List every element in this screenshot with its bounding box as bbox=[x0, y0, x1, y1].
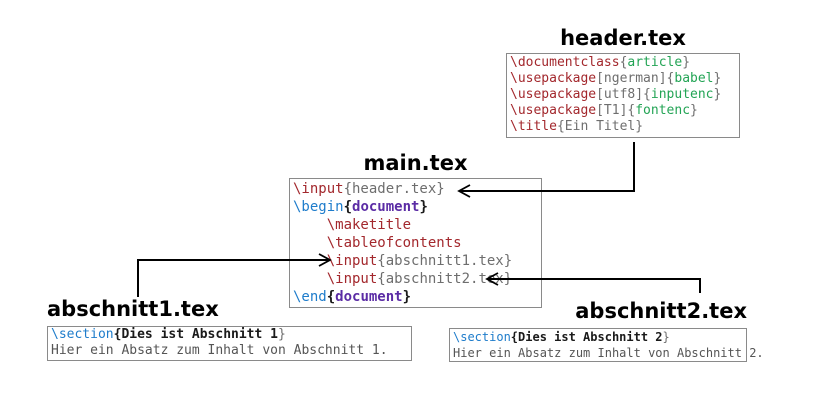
code-line: \input{header.tex} bbox=[293, 180, 538, 198]
abschnitt1-tex-box: \section{Dies ist Abschnitt 1}Hier ein A… bbox=[47, 326, 412, 361]
code-token-cmd: \usepackage bbox=[510, 87, 597, 102]
code-token-kw: \section bbox=[51, 327, 114, 342]
code-token-plain: [T1]{ bbox=[596, 103, 636, 118]
code-line: \documentclass{article} bbox=[510, 55, 736, 71]
code-token-cmd: \title bbox=[510, 119, 557, 134]
code-token-cmd: \usepackage bbox=[510, 103, 597, 118]
header-tex-title: header.tex bbox=[560, 26, 686, 50]
code-line: \begin{document} bbox=[293, 198, 538, 216]
code-token-cmd: \documentclass bbox=[510, 55, 620, 70]
code-token-plain: } bbox=[713, 87, 722, 102]
code-token-arg: fontenc bbox=[635, 103, 691, 118]
code-line: \maketitle bbox=[293, 216, 538, 234]
code-token-plain: } bbox=[682, 55, 691, 70]
abschnitt2-tex-box: \section{Dies ist Abschnitt 2}Hier ein A… bbox=[449, 328, 764, 362]
code-token-cmd: \usepackage bbox=[510, 71, 597, 86]
code-line: Hier ein Absatz zum Inhalt von Abschnitt… bbox=[453, 345, 764, 361]
code-line: \title{Ein Titel} bbox=[510, 119, 736, 135]
code-token-plain: } bbox=[662, 330, 670, 344]
header-tex-box: \documentclass{article}\usepackage[ngerm… bbox=[506, 53, 740, 138]
code-token-plain: {header.tex} bbox=[343, 181, 445, 197]
code-token-bold: Dies ist Abschnitt 2 bbox=[518, 330, 663, 344]
code-line: \section{Dies ist Abschnitt 2} bbox=[453, 329, 743, 345]
code-token-plain: [ngerman]{ bbox=[596, 71, 675, 86]
code-line: \usepackage[utf8]{inputenc} bbox=[510, 87, 736, 103]
code-line: \tableofcontents bbox=[293, 234, 538, 252]
code-token-plain: } bbox=[690, 103, 698, 118]
code-token-plain: {abschnitt1.tex} bbox=[377, 253, 513, 269]
code-token-plain: {abschnitt2.tex} bbox=[377, 271, 513, 287]
code-token-cmd: \input bbox=[293, 181, 344, 197]
abschnitt1-tex-title: abschnitt1.tex bbox=[47, 297, 219, 321]
code-token-plain: {Ein Titel} bbox=[556, 119, 644, 134]
code-line: \section{Dies ist Abschnitt 1} bbox=[51, 327, 408, 343]
code-token-cmd: \tableofcontents bbox=[293, 235, 462, 251]
code-token-plain: } bbox=[278, 327, 286, 342]
code-token-kw: \begin bbox=[293, 199, 344, 215]
code-line: \usepackage[ngerman]{babel} bbox=[510, 71, 736, 87]
code-token-cmd: \input bbox=[293, 253, 378, 269]
main-tex-title: main.tex bbox=[363, 151, 468, 175]
code-token-brace: } bbox=[402, 289, 412, 305]
code-token-cmd: \maketitle bbox=[293, 217, 412, 233]
code-token-brace: { bbox=[326, 289, 336, 305]
code-token-brace: { bbox=[343, 199, 353, 215]
code-token-plain: { bbox=[619, 55, 628, 70]
code-token-arg: article bbox=[627, 55, 683, 70]
code-line: Hier ein Absatz zum Inhalt von Abschnitt… bbox=[51, 343, 408, 359]
code-token-arg: babel bbox=[674, 71, 714, 86]
code-token-brace: { bbox=[113, 327, 122, 342]
code-line: \end{document} bbox=[293, 288, 538, 306]
code-token-env: document bbox=[352, 199, 420, 215]
code-token-bold: Dies ist Abschnitt 1 bbox=[121, 327, 278, 342]
main-tex-box: \input{header.tex}\begin{document} \make… bbox=[289, 178, 542, 308]
code-token-kw: \section bbox=[453, 330, 511, 344]
code-token-brace: } bbox=[419, 199, 428, 215]
code-token-cmd: \input bbox=[293, 271, 378, 287]
code-token-plain: [utf8]{ bbox=[596, 87, 651, 102]
code-token-text: Hier ein Absatz zum Inhalt von Abschnitt… bbox=[453, 346, 764, 360]
code-token-brace: { bbox=[510, 330, 519, 344]
code-token-env: document bbox=[335, 289, 403, 305]
code-line: \input{abschnitt1.tex} bbox=[293, 252, 538, 270]
code-token-arg: inputenc bbox=[650, 87, 714, 102]
code-line: \usepackage[T1]{fontenc} bbox=[510, 103, 736, 119]
abschnitt2-tex-title: abschnitt2.tex bbox=[575, 299, 747, 323]
code-token-plain: } bbox=[713, 71, 722, 86]
code-line: \input{abschnitt2.tex} bbox=[293, 270, 538, 288]
code-token-kw: \end bbox=[293, 289, 327, 305]
code-token-text: Hier ein Absatz zum Inhalt von Abschnitt… bbox=[51, 343, 388, 358]
